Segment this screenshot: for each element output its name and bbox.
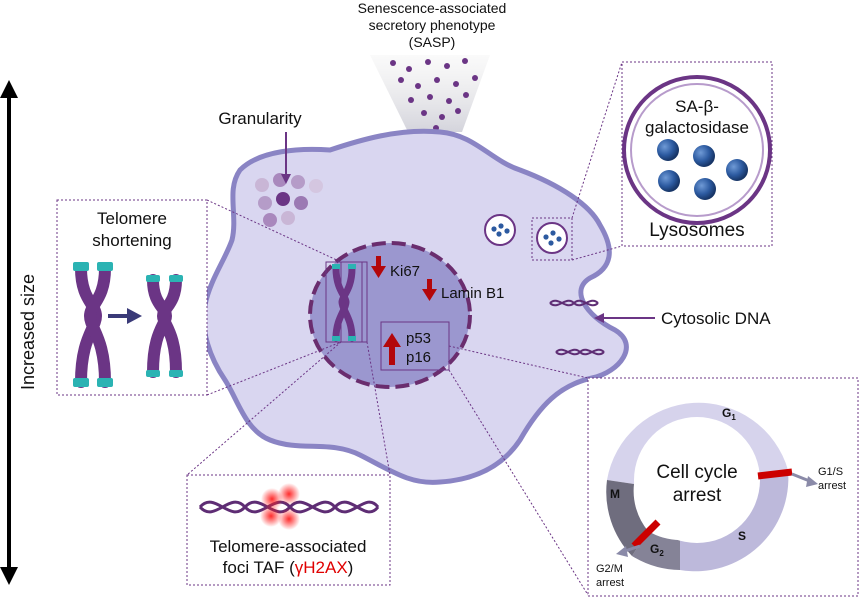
p53-label: p53	[406, 330, 431, 347]
taf-label-suffix: )	[348, 558, 354, 577]
sa-beta-gal-line1: SA-β-	[675, 97, 719, 116]
lysosome-small-2	[536, 222, 568, 254]
cell-cycle-ring	[606, 402, 789, 572]
s-label: S	[738, 529, 746, 543]
chromosome-short	[146, 274, 183, 378]
taf-foci	[260, 483, 300, 530]
nucleus-chromosome	[332, 264, 356, 342]
g1-segment	[607, 402, 788, 484]
g2-label: G2	[650, 542, 664, 558]
s-segment	[680, 470, 789, 572]
telomere-shortening-line1: Telomere	[97, 209, 167, 228]
cytosolic-dna-label: Cytosolic DNA	[661, 309, 771, 328]
g1s-arrest-line2: arrest	[818, 480, 846, 492]
g1s-arrest-line1: G1/S	[818, 466, 843, 478]
increased-size-arrow	[0, 80, 18, 585]
g1s-arrest-marker	[757, 468, 818, 487]
p53-p16-up-arrow	[383, 333, 401, 365]
cell-cycle-label-line2: arrest	[673, 485, 722, 506]
cytosolic-dna-helices	[549, 299, 605, 356]
sasp-label-line1: Senescence-associated	[358, 0, 507, 16]
increased-size-label: Increased size	[18, 274, 38, 390]
sasp-label-line2: secretory phenotype	[369, 17, 496, 33]
p16-label: p16	[406, 349, 431, 366]
g2m-arrest-line2: arrest	[596, 577, 624, 589]
m-segment	[606, 480, 648, 556]
g2m-arrest-marker	[616, 519, 661, 557]
lysosomes-label: Lysosomes	[649, 220, 744, 241]
ki67-down-arrow	[371, 256, 386, 278]
sasp-label-line3: (SASP)	[409, 34, 456, 50]
telomere-shortening-line2: shortening	[92, 231, 171, 250]
sasp-dots	[390, 58, 478, 131]
sa-beta-gal-line2: galactosidase	[645, 118, 749, 137]
taf-dna-helix	[198, 500, 380, 514]
sa-beta-gal-beads	[657, 139, 748, 200]
taf-label-line1: Telomere-associated	[210, 537, 367, 556]
cell-cycle-label-line1: Cell cycle	[656, 462, 737, 483]
granularity-granules	[255, 173, 323, 227]
g1-label: G1	[722, 406, 736, 422]
gamma-h2ax-label: γH2AX	[295, 558, 348, 577]
chromosome-long	[73, 262, 113, 388]
taf-label-prefix: foci TAF (	[223, 558, 295, 577]
lamin-b1-down-arrow	[422, 279, 437, 301]
m-label: M	[610, 487, 620, 501]
ki67-label: Ki67	[390, 263, 420, 280]
lysosome-zoom-source	[531, 217, 573, 261]
granularity-label: Granularity	[218, 109, 302, 128]
taf-label-line2: foci TAF (γH2AX)	[223, 558, 354, 577]
chromosome-zoom-source	[340, 261, 368, 343]
lamin-b1-label: Lamin B1	[441, 285, 504, 302]
shortening-arrow	[108, 308, 142, 324]
lysosome-small-1	[484, 214, 516, 246]
g2m-arrest-line1: G2/M	[596, 563, 623, 575]
sasp-beam	[370, 55, 490, 132]
